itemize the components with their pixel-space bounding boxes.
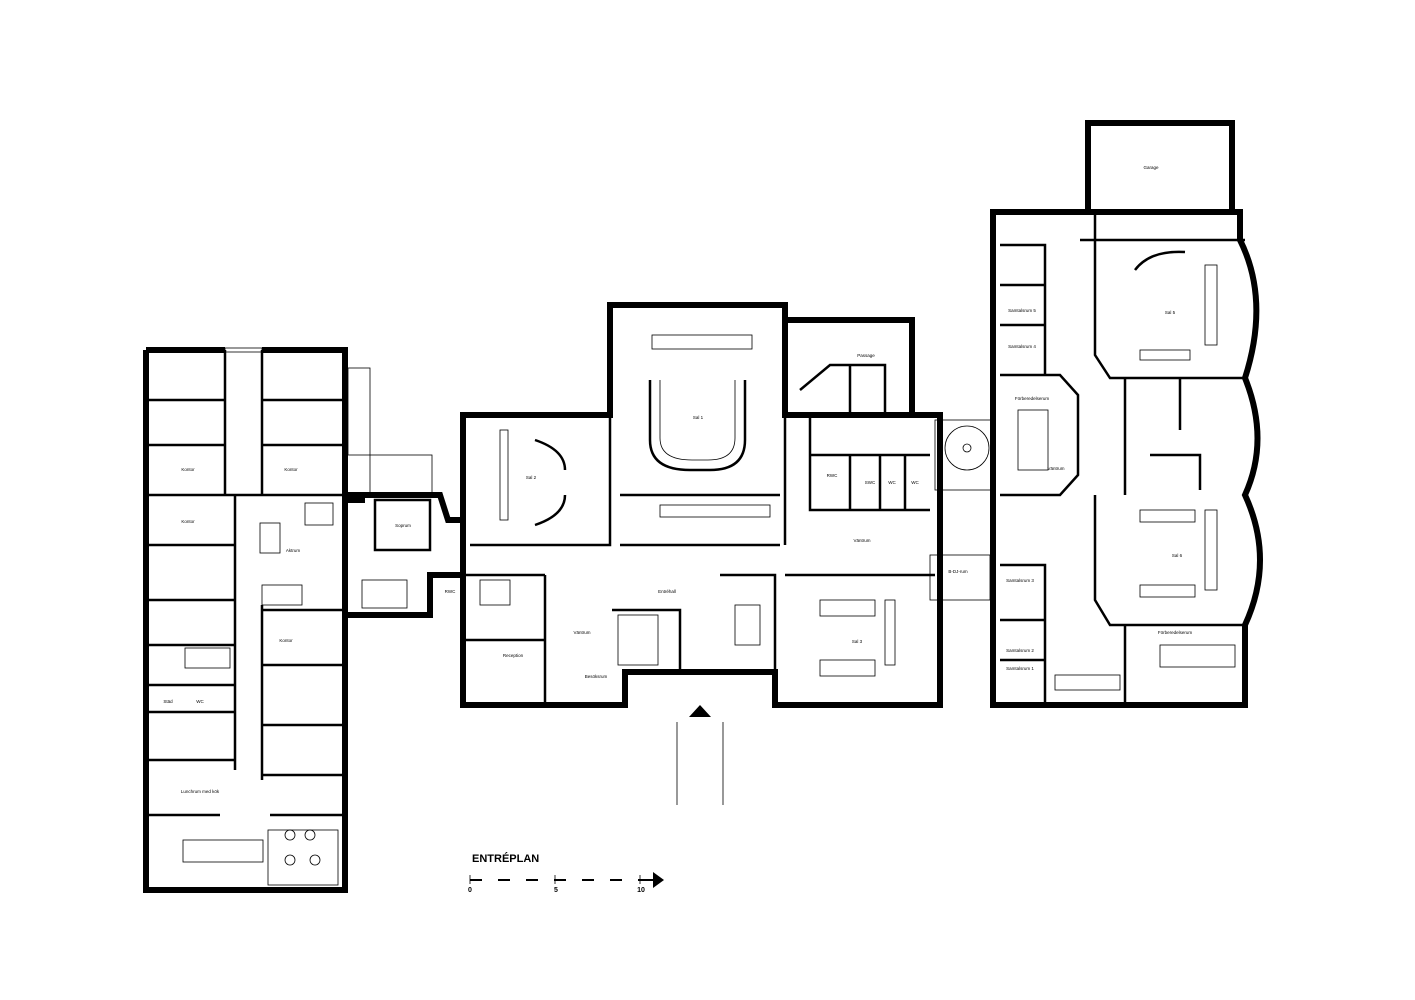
room-label-vantrum: Väntrum [573,630,590,635]
room-label-entrehall: Entréhall [658,589,676,594]
room-label-wc: WC [911,480,919,485]
room-label-samtalsrum-2: Samtalsrum 2 [1006,648,1034,653]
room-label-samtalsrum-1: Samtalsrum 1 [1006,666,1034,671]
room-label-wc: WC [888,480,896,485]
room-label-lunchrum: Lunchrum med kök [181,789,220,794]
room-label-swc: SWC [865,480,876,485]
room-label-sal-2: Sal 2 [526,475,537,480]
lounge-tables [267,829,339,886]
room-label-samtalsrum-3: Samtalsrum 3 [1006,578,1034,583]
room-label-soprum: Soprum [395,523,411,528]
room-label-aktrum: Aktrum [286,548,301,553]
scale-bar: 0 5 10 [468,872,664,894]
room-label-sal-6: Sal 6 [1172,553,1183,558]
spiral-stair [934,419,994,491]
room-label-kontor: Kontor [279,638,293,643]
plan-title: ENTRÉPLAN [472,852,539,865]
entrance-marker [676,705,724,805]
dining-table [182,839,264,863]
central-block: Sal 1 Sal 2 Sal 3 Passage RWC SWC WC WC … [460,302,991,708]
scale-tick: 10 [637,887,645,894]
room-label-kontor: Kontor [181,467,195,472]
room-label-bdj-rum: B-DJ-rum [948,569,967,574]
room-label-reception: Reception [503,653,524,658]
left-wing: Kontor Kontor Kontor Kontor Städ WC Lunc… [143,347,371,893]
room-label-rwc: RWC [445,589,456,594]
room-label-forberedelserum: Förberedelserum [1015,396,1050,401]
room-label-besoksrum: Besöksrum [585,674,608,679]
room-label-samtalsrum-5: Samtalsrum 5 [1008,308,1036,313]
room-label-garage: Garage [1143,165,1159,170]
room-label-rwc: RWC [827,473,838,478]
room-label-passage: Passage [857,353,875,358]
room-label-forberedelserum: Förberedelserum [1158,630,1193,635]
room-label-sal-3: Sal 3 [852,639,863,644]
room-label-kontor: Kontor [284,467,298,472]
room-label-sal-1: Sal 1 [693,415,704,420]
link-section: Soprum RWC [345,454,465,618]
room-label-vantrum: Väntrum [1047,466,1064,471]
room-label-stad: Städ [163,699,173,704]
right-wing: Garage Sal 5 Sal 6 Förberedelserum Förbe… [990,120,1263,708]
room-label-samtalsrum-4: Samtalsrum 4 [1008,344,1036,349]
room-label-wc: WC [196,699,204,704]
room-label-kontor: Kontor [181,519,195,524]
scale-tick: 5 [554,887,558,894]
room-label-vantrum: Väntrum [853,538,870,543]
room-label-sal-5: Sal 5 [1165,310,1176,315]
scale-tick: 0 [468,887,472,894]
